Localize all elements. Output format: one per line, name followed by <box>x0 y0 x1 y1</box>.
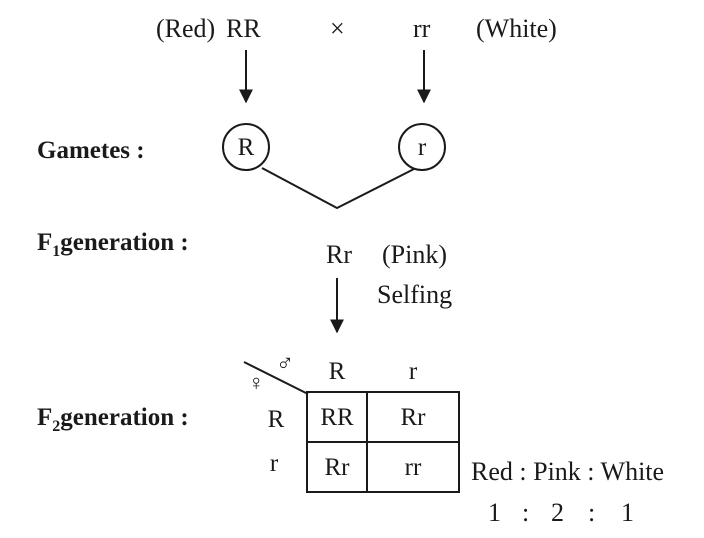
f1-label-suffix: generation : <box>60 229 189 256</box>
fertilization-line <box>261 167 415 210</box>
punnett-cell-rr-recessive: rr <box>404 453 422 481</box>
f1-generation-label: F1generation : <box>37 229 189 260</box>
left-parent-phenotype: (Red) <box>156 14 216 43</box>
right-parent-phenotype: (White) <box>476 14 557 43</box>
f2-label-sub: 2 <box>52 418 61 435</box>
punnett-cell-rr-dominant: RR <box>320 403 354 431</box>
col-header-male-1: R <box>328 357 346 385</box>
ratio-red: 1 <box>488 498 501 527</box>
female-symbol: ♀ <box>248 370 265 395</box>
right-parent-genotype: rr <box>413 14 431 43</box>
ratio-sep-2: : <box>588 498 596 527</box>
f1-genotype: Rr <box>326 240 352 269</box>
f2-label-suffix: generation : <box>60 404 189 431</box>
ratio-white: 1 <box>621 498 634 527</box>
f1-label-prefix: F <box>37 229 53 256</box>
gamete-left: R <box>237 133 255 161</box>
f2-generation-label: F2generation : <box>37 404 189 435</box>
ratio-pink: 2 <box>551 498 564 527</box>
left-parent-genotype: RR <box>226 14 261 43</box>
gamete-circle-left <box>222 123 270 171</box>
row-header-female-1: R <box>267 405 285 433</box>
punnett-cell-rr-hetero-1: Rr <box>400 403 426 431</box>
cross-symbol: × <box>330 14 345 43</box>
ratio-sep-1: : <box>522 498 530 527</box>
male-symbol: ♂ <box>276 351 294 377</box>
f1-label-sub: 1 <box>52 243 61 260</box>
row-header-female-2: r <box>269 449 279 477</box>
f1-selfing-note: Selfing <box>377 280 453 309</box>
punnett-diagonal <box>243 361 309 395</box>
gametes-label: Gametes : <box>37 137 145 164</box>
punnett-cell-rr-hetero-2: Rr <box>324 453 350 481</box>
f2-label-prefix: F <box>37 404 53 431</box>
gamete-circle-right <box>398 123 446 171</box>
f1-phenotype: (Pink) <box>382 240 447 269</box>
col-header-male-2: r <box>408 357 418 385</box>
phenotype-ratio-labels: Red : Pink : White <box>471 457 665 486</box>
gamete-right: r <box>417 133 427 161</box>
